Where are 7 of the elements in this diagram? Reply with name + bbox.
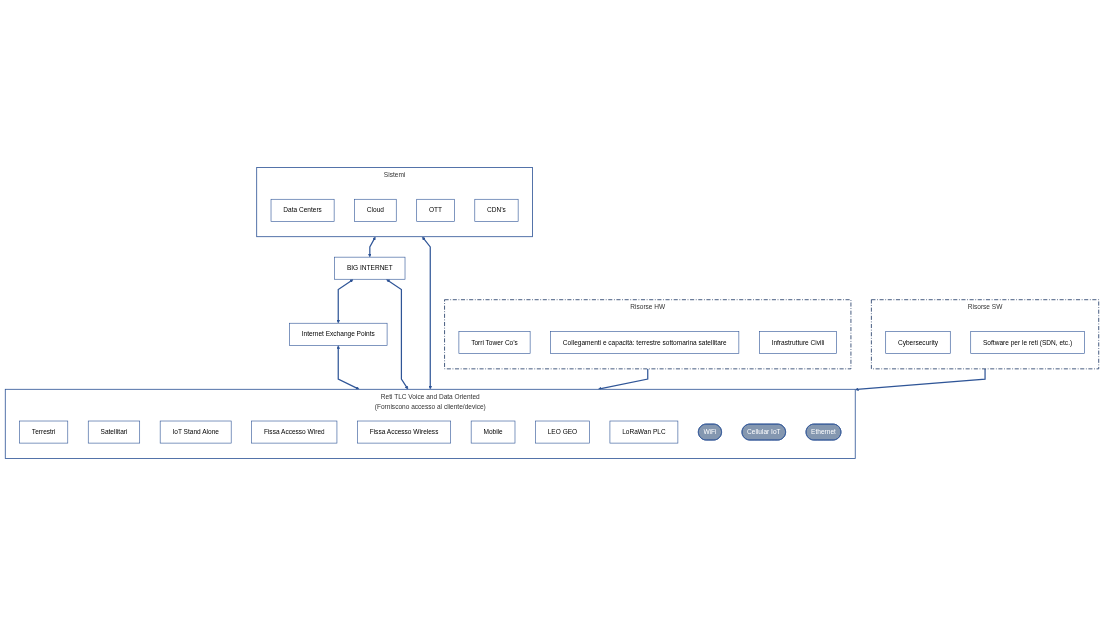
arrow	[855, 368, 986, 392]
arrow	[336, 279, 354, 324]
arrow	[386, 279, 409, 390]
arrow	[336, 345, 360, 390]
arrow	[597, 368, 649, 391]
arrow	[422, 236, 433, 390]
arrow	[368, 236, 376, 258]
